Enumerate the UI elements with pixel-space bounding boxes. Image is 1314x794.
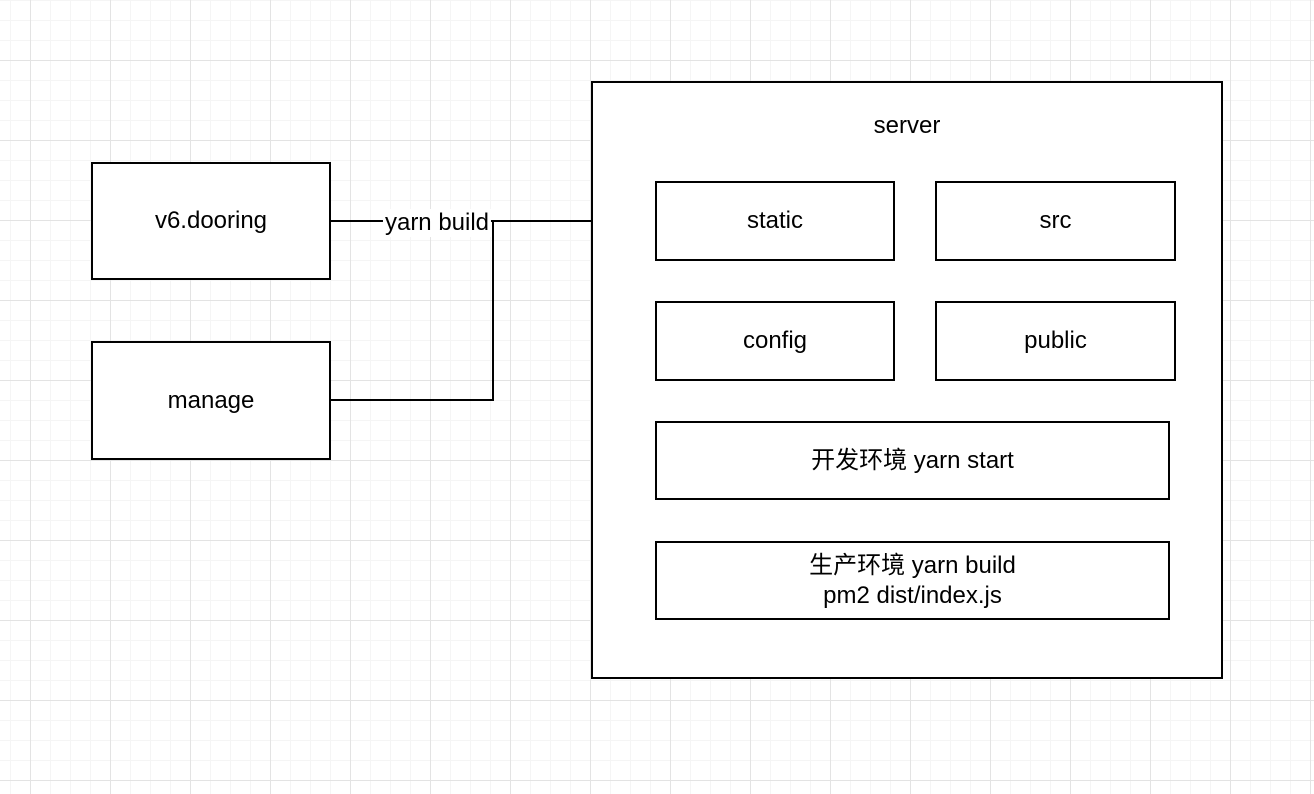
node-config-label: config <box>742 327 808 354</box>
node-dev-env[interactable]: 开发环境 yarn start <box>655 421 1170 500</box>
node-public[interactable]: public <box>935 301 1176 381</box>
node-prod-env-line1: 生产环境 yarn build <box>809 551 1016 579</box>
node-v6-dooring[interactable]: v6.dooring <box>91 162 331 280</box>
node-prod-env-label: 生产环境 yarn build pm2 dist/index.js <box>809 551 1016 611</box>
node-prod-env-line2: pm2 dist/index.js <box>823 581 1002 609</box>
node-static-label: static <box>746 207 803 234</box>
node-config[interactable]: config <box>655 301 895 381</box>
node-src[interactable]: src <box>935 181 1176 261</box>
node-src-label: src <box>1039 207 1072 234</box>
node-static[interactable]: static <box>655 181 895 261</box>
node-public-label: public <box>1024 327 1087 354</box>
edge-label-yarn-build[interactable]: yarn build <box>382 209 492 237</box>
node-v6-dooring-label: v6.dooring <box>154 207 268 234</box>
node-manage-label: manage <box>167 386 255 414</box>
server-group-title: server <box>873 112 941 139</box>
node-prod-env[interactable]: 生产环境 yarn build pm2 dist/index.js <box>655 541 1170 620</box>
node-manage[interactable]: manage <box>91 341 331 460</box>
node-dev-env-label: 开发环境 yarn start <box>811 446 1014 474</box>
edge-manage-to-static[interactable] <box>331 221 494 401</box>
